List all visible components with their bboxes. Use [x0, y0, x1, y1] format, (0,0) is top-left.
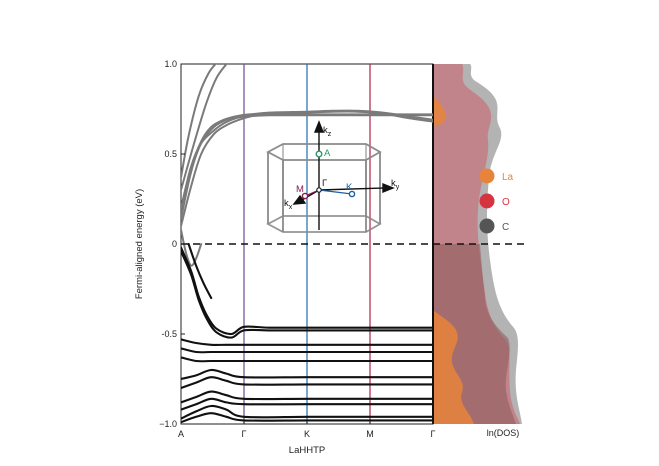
bz-prism — [266, 143, 382, 233]
x-tick-label-4: Γ — [431, 429, 436, 439]
legend-marker-c — [479, 218, 495, 234]
band-lower-8 — [181, 390, 433, 404]
y-tick-label-1: 0.5 — [164, 149, 177, 159]
band-lower-2 — [187, 242, 213, 300]
bz-axis-labels: kz ky kx — [284, 125, 400, 211]
bz-point-k — [348, 190, 356, 198]
ky-label: ky — [391, 178, 400, 191]
x-tick-label-0: A — [178, 429, 184, 439]
legend: La O C — [479, 168, 514, 234]
y-tick-label-4: −1.0 — [159, 419, 177, 429]
y-tick-label-2: 0 — [172, 239, 177, 249]
kz-label: kz — [323, 125, 332, 138]
x-axis-title: LaHHTP — [289, 445, 325, 456]
legend-label-o: O — [502, 197, 510, 208]
y-axis: 1.0 0.5 0 -0.5 −1.0 — [159, 59, 185, 429]
bands — [181, 64, 433, 424]
band-upper-6 — [181, 228, 203, 267]
band-lower-10 — [181, 404, 433, 420]
legend-marker-o — [479, 193, 495, 209]
band-upper-5 — [181, 109, 433, 220]
bz-point-m — [301, 192, 309, 200]
bz-point-gamma — [316, 187, 322, 193]
y-axis-title: Fermi-aligned energy (eV) — [134, 189, 145, 299]
legend-label-la: La — [502, 172, 514, 183]
band-lower-1 — [181, 250, 433, 339]
dos-la-area — [433, 96, 474, 424]
brillouin-zone-inset: kz ky kx A Γ M K — [266, 120, 400, 233]
dos-axis-title: ln(DOS) — [487, 428, 520, 438]
bz-label-m: M — [296, 184, 304, 195]
y-tick-label-0: 1.0 — [164, 59, 177, 69]
bz-point-a — [315, 150, 323, 158]
band-lower-5 — [181, 356, 433, 363]
bz-axes — [292, 120, 395, 230]
bz-label-a: A — [324, 148, 331, 159]
band-lower-9 — [181, 397, 433, 411]
legend-marker-la — [479, 168, 495, 184]
x-tick-label-1: Γ — [242, 429, 247, 439]
band-upper-0 — [181, 64, 228, 191]
x-tick-label-3: M — [366, 429, 374, 439]
bz-label-gamma: Γ — [322, 178, 327, 189]
bz-label-k: K — [346, 182, 353, 193]
legend-label-c: C — [502, 222, 509, 233]
band-lower-11 — [181, 412, 433, 424]
dos-panel — [433, 64, 522, 424]
y-tick-label-3: -0.5 — [161, 329, 177, 339]
x-tick-label-2: K — [304, 429, 310, 439]
band-lower-3 — [181, 338, 433, 346]
kx-label: kx — [284, 198, 293, 211]
band-lower-7 — [181, 376, 433, 390]
band-lower-4 — [181, 347, 433, 354]
band-lower-6 — [181, 368, 433, 381]
band-upper-1 — [181, 64, 217, 179]
bz-points: A Γ M K — [296, 148, 356, 200]
